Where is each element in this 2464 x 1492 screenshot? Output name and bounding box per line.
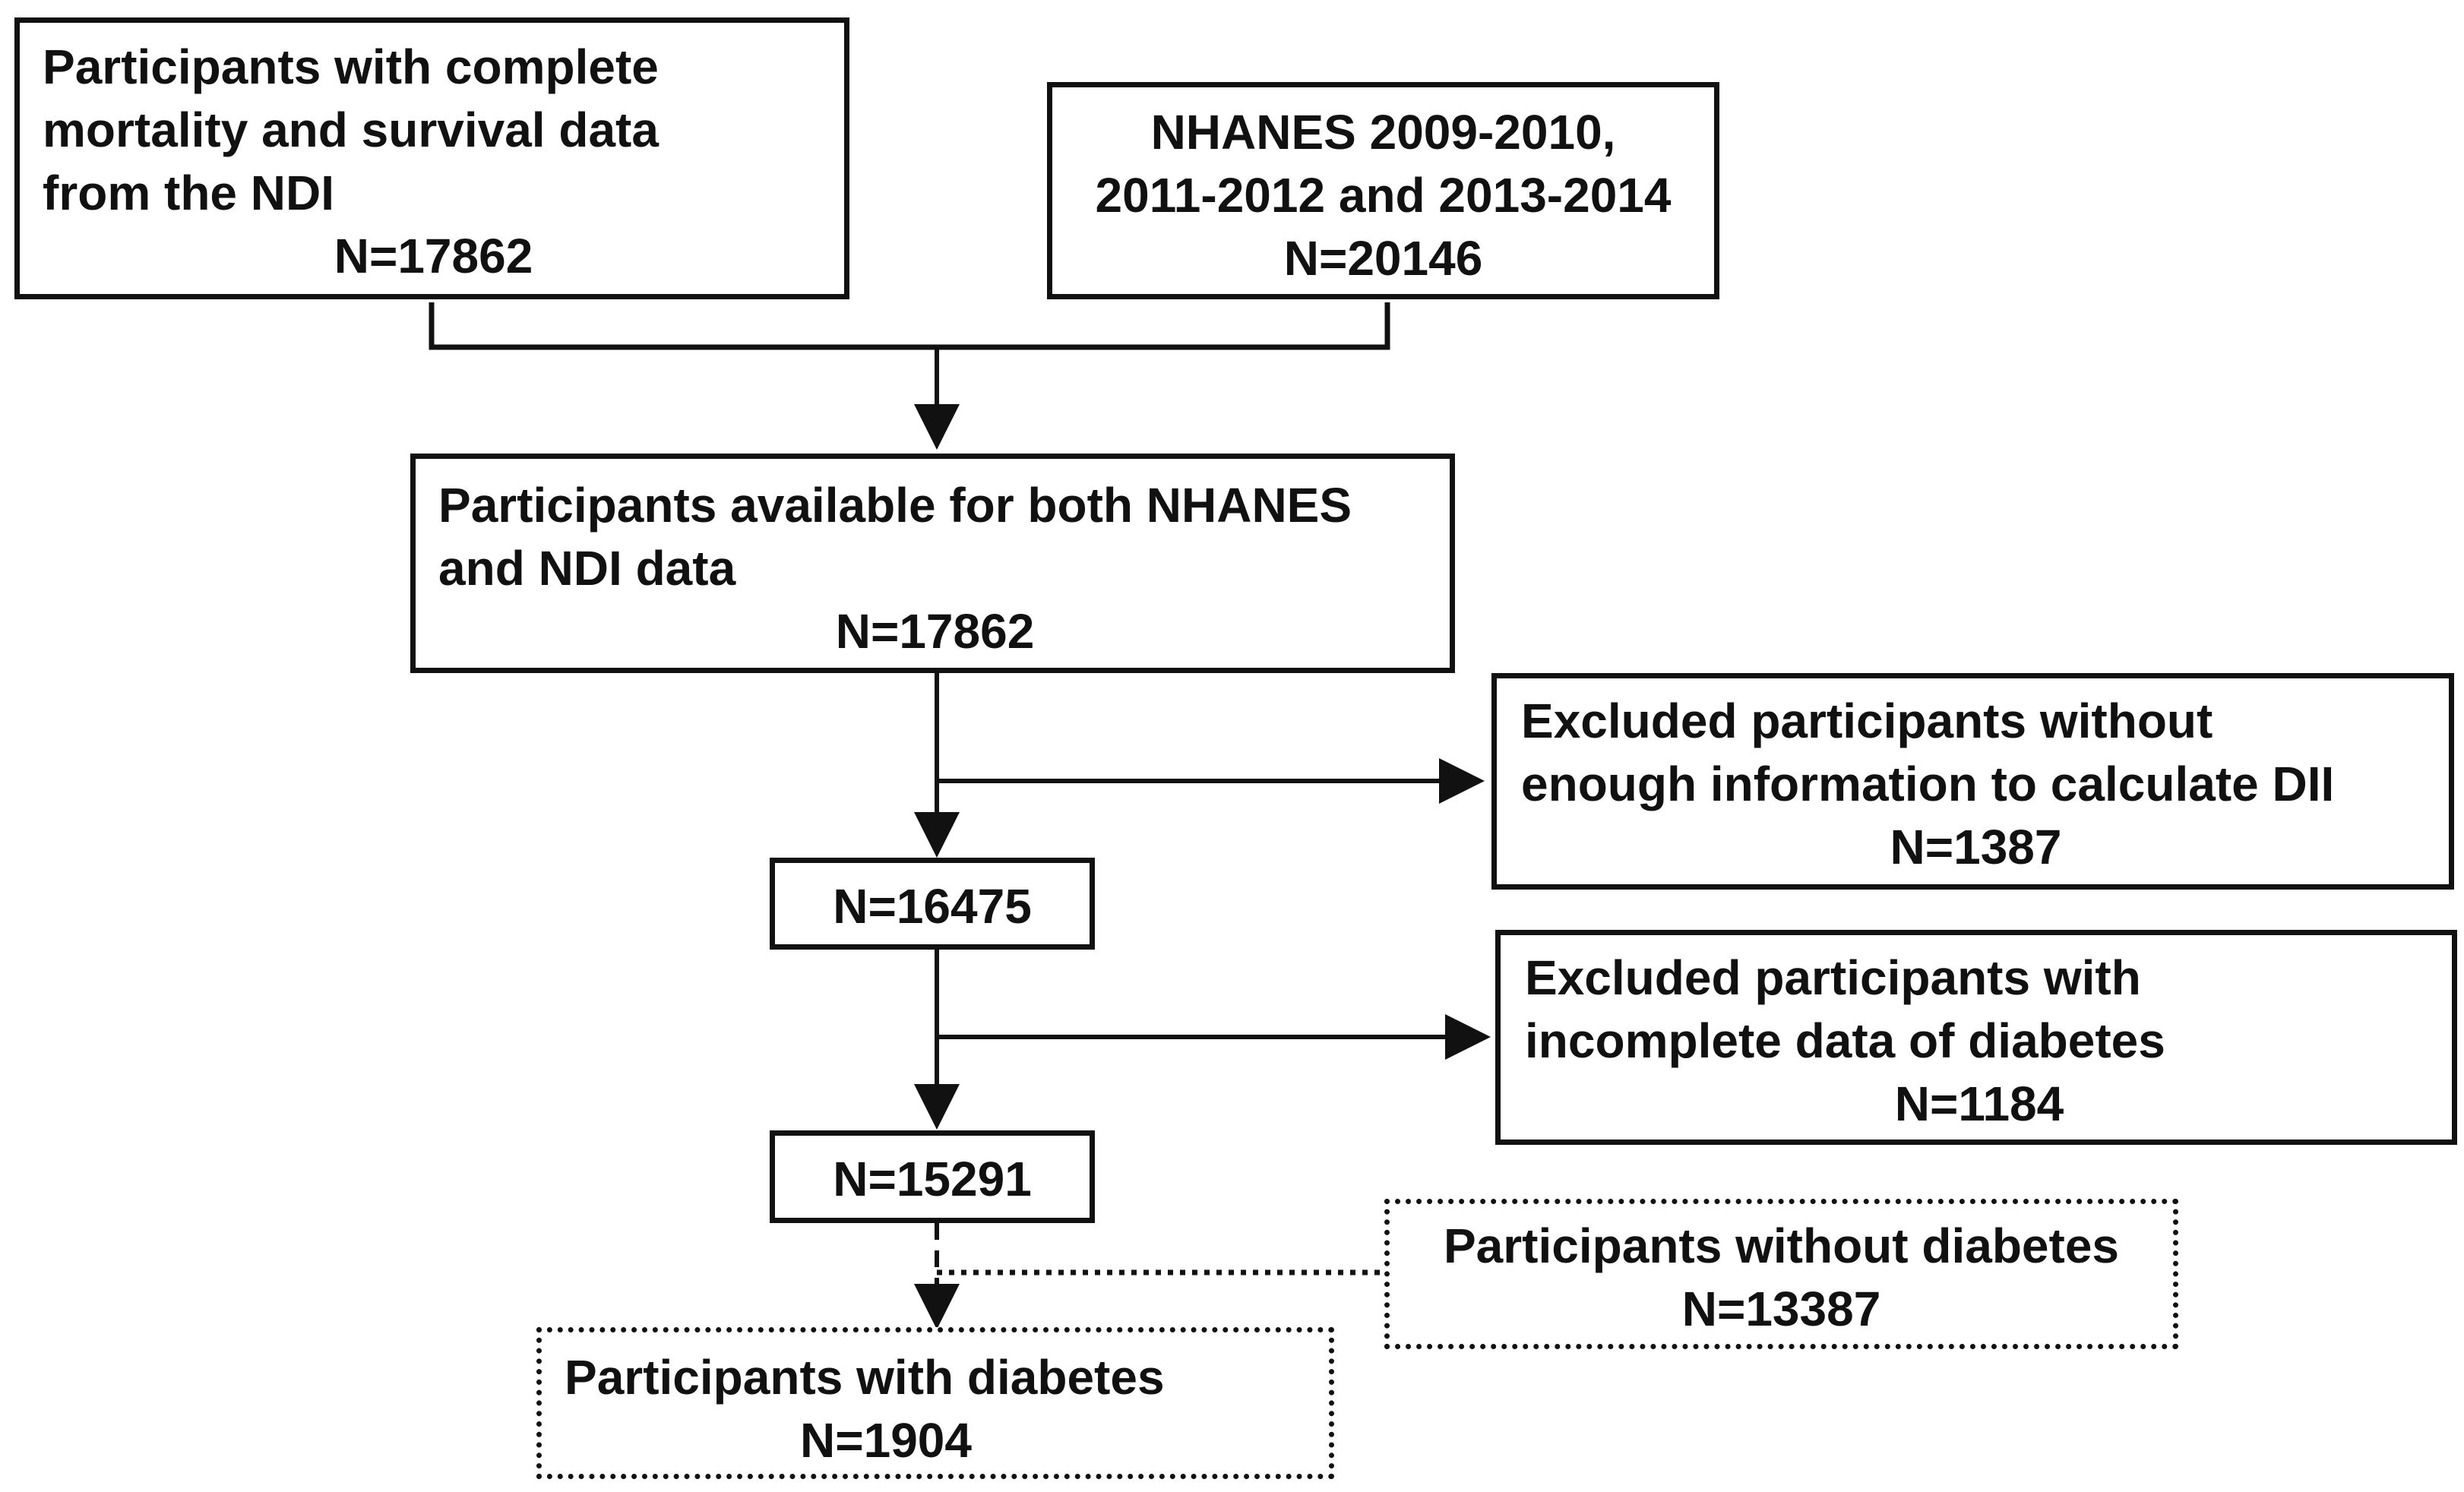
n16475-box: N=16475 xyxy=(770,858,1095,950)
with-diabetes-line-1: Participants with diabetes xyxy=(565,1350,1165,1405)
excluded-diabetes-count: N=1184 xyxy=(1894,1076,2064,1131)
with-diabetes-box: Participants with diabetes N=1904 xyxy=(536,1327,1334,1479)
ndi-box-line-2: mortality and survival data xyxy=(43,103,659,157)
without-diabetes-box: Participants without diabetes N=13387 xyxy=(1384,1199,2178,1349)
n16475-count: N=16475 xyxy=(833,879,1032,934)
nhanes-box: NHANES 2009-2010, 2011-2012 and 2013-201… xyxy=(1047,82,1719,299)
without-diabetes-count: N=13387 xyxy=(1681,1282,1881,1336)
excluded-diabetes-line-1: Excluded participants with xyxy=(1525,950,2141,1005)
excluded-diabetes-box: Excluded participants with incomplete da… xyxy=(1495,930,2457,1145)
both-box: Participants available for both NHANES a… xyxy=(410,454,1455,673)
excluded-diabetes-line-2: incomplete data of diabetes xyxy=(1525,1013,2165,1068)
nhanes-box-count: N=20146 xyxy=(1283,231,1483,286)
ndi-box-line-3: from the NDI xyxy=(43,166,334,220)
both-box-line-1: Participants available for both NHANES xyxy=(438,478,1352,533)
both-box-line-2: and NDI data xyxy=(438,541,736,596)
excluded-dii-count: N=1387 xyxy=(1890,820,2062,874)
ndi-box-line-1: Participants with complete xyxy=(43,40,659,94)
nhanes-box-line-1: NHANES 2009-2010, xyxy=(1150,105,1616,160)
ndi-box: Participants with complete mortality and… xyxy=(14,17,849,299)
merge-bracket-line xyxy=(429,302,1390,350)
both-box-count: N=17862 xyxy=(835,604,1035,659)
excluded-dii-line-2: enough information to calculate DII xyxy=(1521,757,2335,811)
with-diabetes-count: N=1904 xyxy=(800,1413,972,1468)
n15291-box: N=15291 xyxy=(770,1130,1095,1223)
nhanes-box-line-2: 2011-2012 and 2013-2014 xyxy=(1095,168,1672,223)
excluded-dii-line-1: Excluded participants without xyxy=(1521,694,2213,748)
n15291-count: N=15291 xyxy=(833,1152,1032,1206)
ndi-box-count: N=17862 xyxy=(334,229,533,283)
excluded-dii-box: Excluded participants without enough inf… xyxy=(1491,673,2454,890)
without-diabetes-line-1: Participants without diabetes xyxy=(1443,1219,2120,1273)
